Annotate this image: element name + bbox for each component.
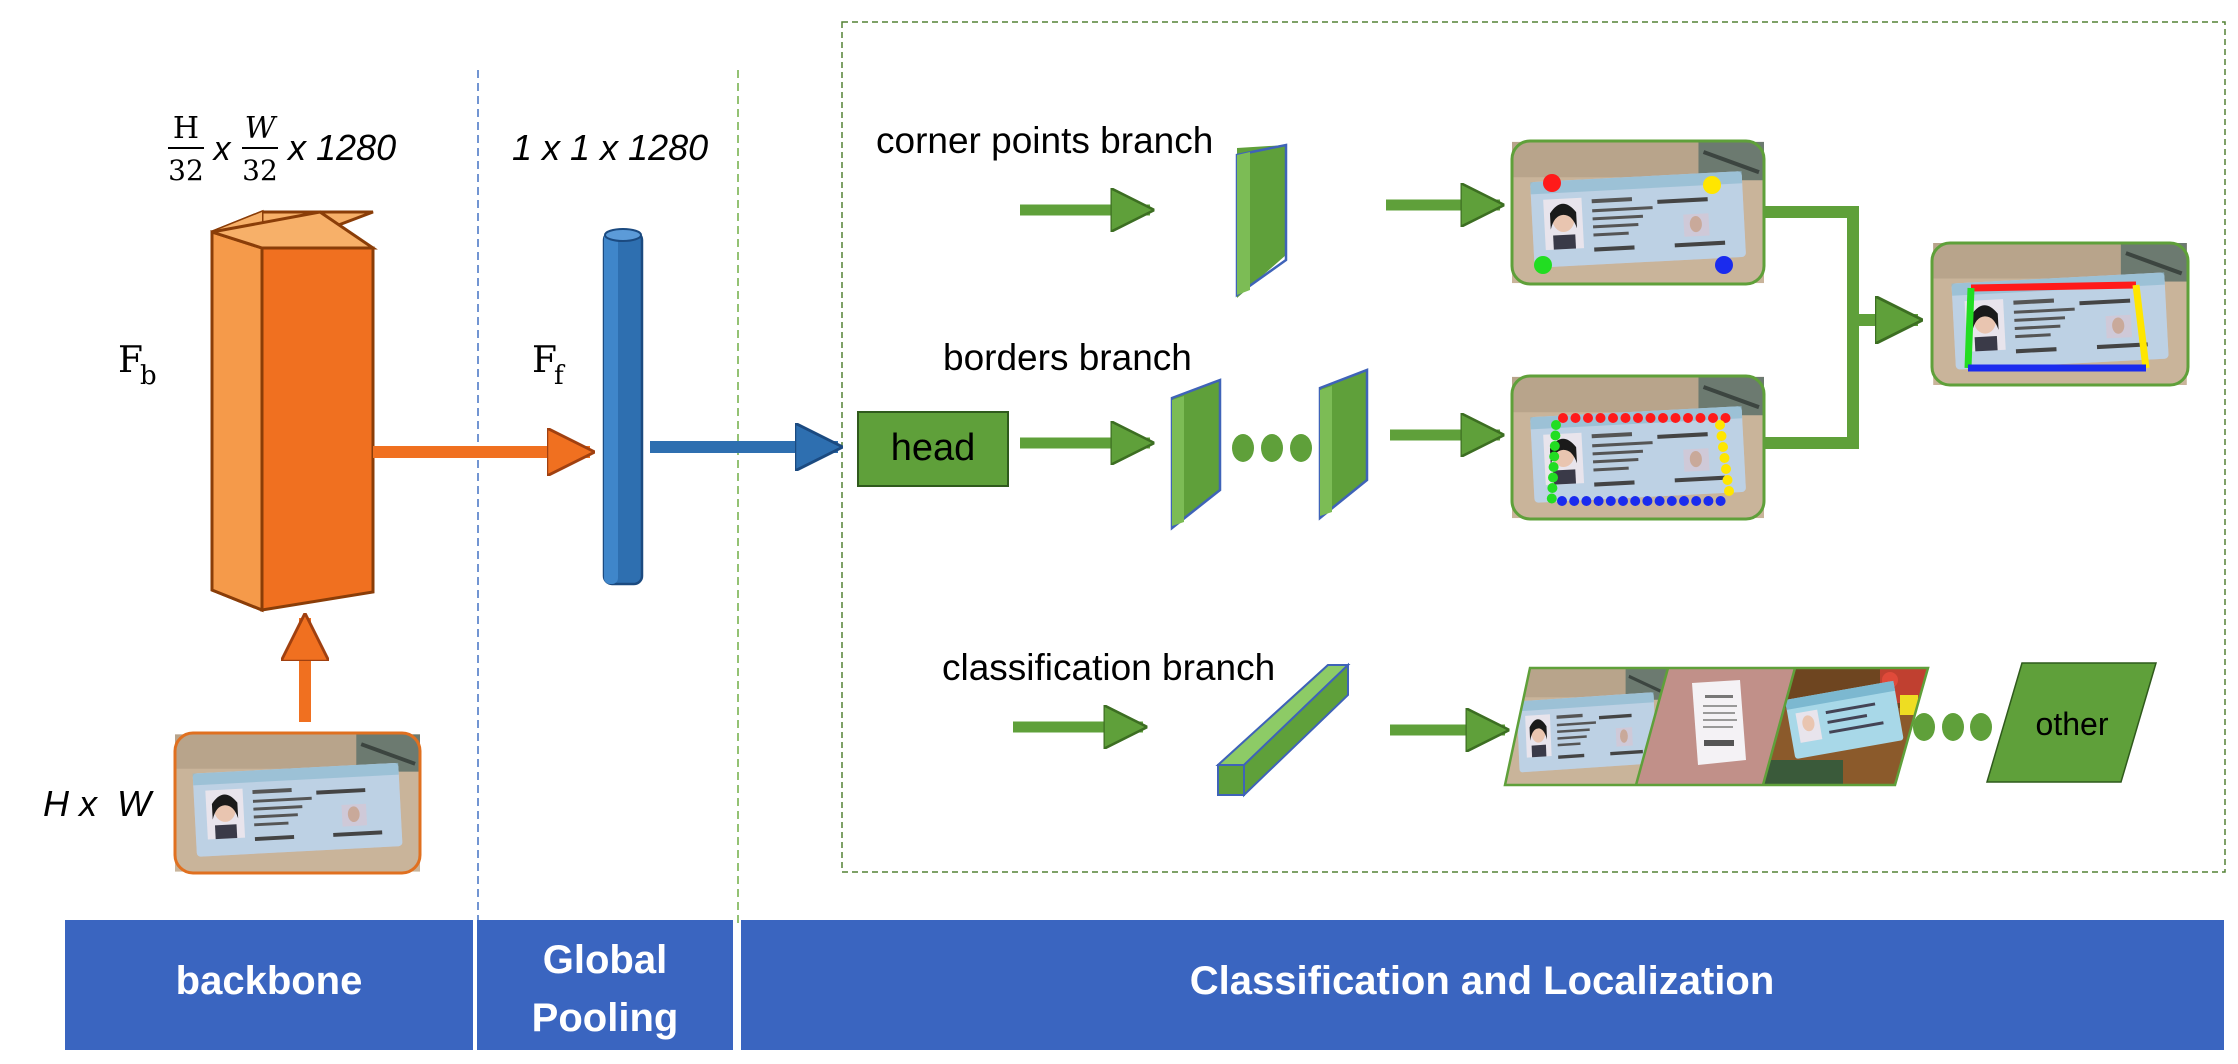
border-keypoint [1549,441,1560,451]
border-keypoint [1593,496,1604,506]
dim-H: H [173,111,199,146]
border-keypoint [1642,496,1653,506]
border-keypoint [1708,413,1718,423]
borders-branch-layer-2 [1318,368,1369,521]
merge-connector [1764,206,1918,449]
borders-branch-label: borders branch [943,337,1192,378]
footer-cls-loc [741,920,2224,1050]
fb-sub: b [140,361,157,391]
ff-sub: f [554,361,566,391]
classification-branch-label: classification branch [942,647,1275,688]
border-keypoint [1551,420,1561,430]
ff-main: F [532,340,557,381]
dim-x-1: x [212,130,232,168]
footer-pooling-line2: Pooling [532,996,679,1040]
ellipsis-dots-classes [1913,713,1992,741]
border-keypoint [1720,413,1731,423]
footer-pooling [477,920,733,1050]
border-keypoint [1670,413,1681,423]
border-keypoint [1550,430,1561,441]
border-keypoint [1658,413,1668,423]
class-example-strip [1503,666,1930,787]
border-keypoint [1557,496,1567,506]
footer-backbone [65,920,473,1050]
border-keypoint [1608,413,1618,423]
dim-denominator-1: 32 [168,154,204,187]
footer-bar: backbone Global Pooling Classification a… [65,920,2224,1050]
border-keypoint [1722,475,1733,485]
border-keypoint [1549,451,1560,462]
borders-branch-layer-1 [1170,378,1222,531]
pooled-feature-bar [602,228,644,586]
other-label: other [2036,706,2109,742]
pooling-dim-label: 1 x 1 x 1280 [512,127,708,168]
border-keypoint [1645,413,1656,423]
border-keypoint [1595,413,1606,423]
borders-result-image [1510,374,1766,521]
corner-result-image [1510,139,1766,286]
border-keypoint [1715,496,1726,506]
feature-ff-label: F f [532,340,566,391]
border-keypoint [1618,496,1628,506]
border-keypoint [1683,413,1693,423]
border-keypoint [1703,496,1714,506]
border-keypoint [1581,496,1592,506]
head-label: head [891,427,976,469]
border-keypoint [1570,413,1581,423]
border-keypoint [1548,472,1558,483]
class-other: other [1985,662,2158,783]
border-keypoint [1718,442,1728,452]
border-keypoint [1547,483,1558,493]
footer-backbone-label: backbone [176,959,363,1003]
final-result-image [1930,241,2190,387]
footer-cls-loc-label: Classification and Localization [1190,959,1775,1003]
border-keypoint [1719,453,1730,463]
dim-W: W [245,111,278,146]
feature-fb-label: F b [118,340,157,391]
fb-main: F [118,340,143,381]
footer-pooling-line1: Global [543,938,667,982]
border-keypoint [1691,496,1702,506]
border-keypoint [1558,413,1568,423]
input-dim-label: H x W [43,783,154,824]
border-keypoint [1630,496,1641,506]
corner-branch-layer [1235,143,1288,298]
head-block: head [857,411,1009,487]
dim-denominator-2: 32 [242,154,278,187]
border-keypoint [1716,431,1727,441]
border-keypoint [1654,496,1665,506]
border-keypoint [1569,496,1580,506]
border-keypoint [1724,486,1734,496]
ellipsis-dots-borders [1232,434,1312,462]
border-keypoint [1546,493,1557,504]
backbone-block [210,209,378,613]
border-keypoint [1715,420,1725,430]
border-keypoint [1721,464,1731,474]
border-keypoint [1679,496,1689,506]
border-keypoint [1633,413,1643,423]
border-keypoint [1583,413,1593,423]
dim-x-1280: x 1280 [286,127,396,168]
corner-branch-label: corner points branch [876,120,1213,161]
border-keypoint [1695,413,1706,423]
border-keypoint [1548,462,1559,472]
border-keypoint [1620,413,1631,423]
border-keypoint [1605,496,1616,506]
input-image [173,731,422,875]
border-keypoint [1666,496,1677,506]
backbone-dimension-label: H 32 x W 32 x 1280 [168,111,396,187]
classification-branch-layer [1215,662,1351,798]
